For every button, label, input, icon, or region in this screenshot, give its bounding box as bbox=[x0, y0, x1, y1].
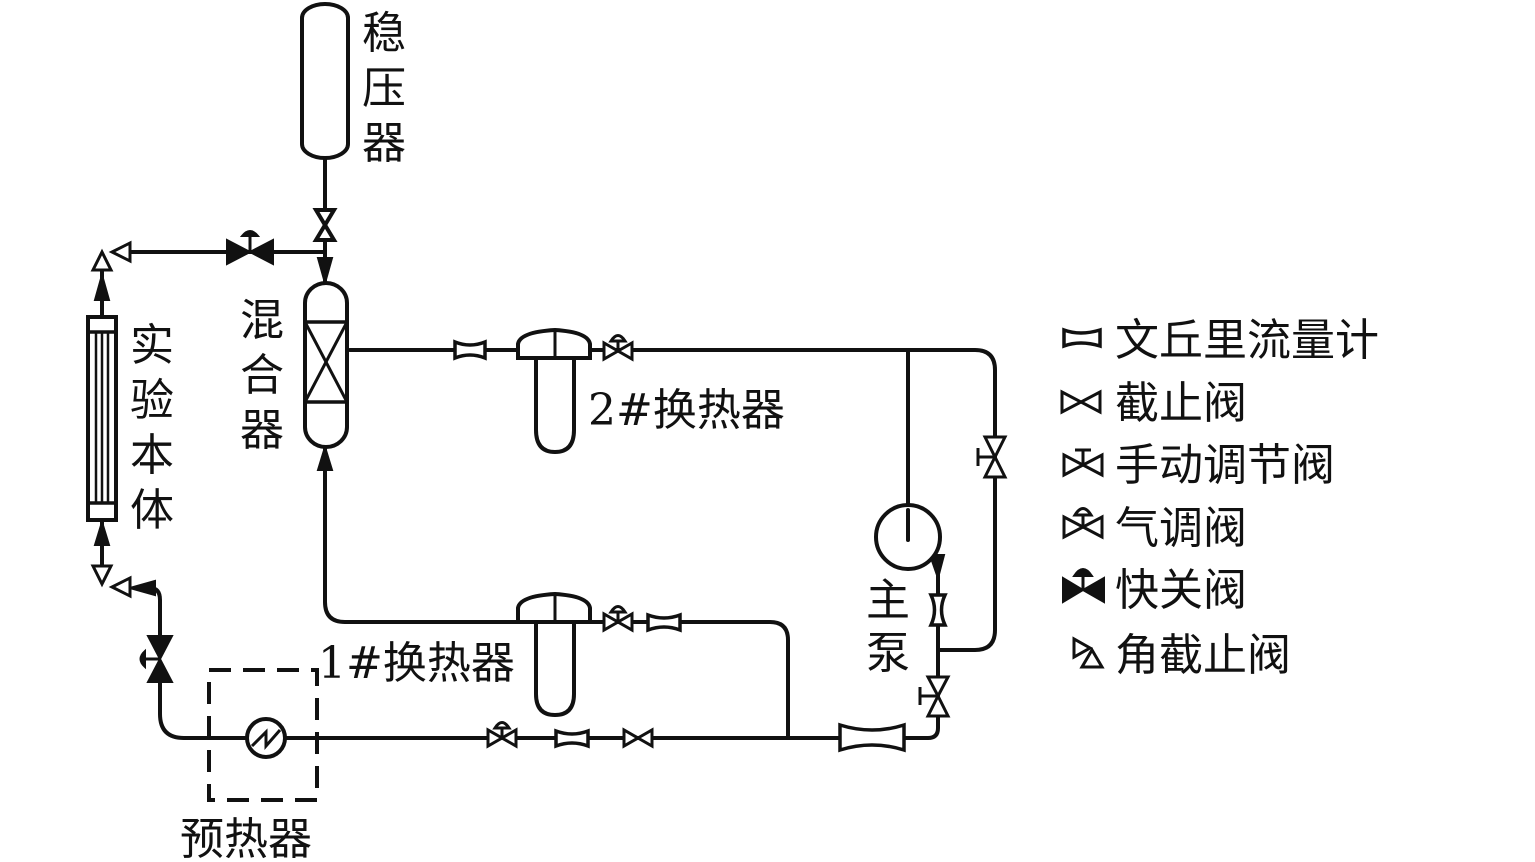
globe-valve-icon bbox=[1060, 389, 1102, 415]
mixer-vessel bbox=[303, 281, 349, 449]
label-main-pump-2: 泵 bbox=[866, 628, 910, 679]
pneumatic-control-valve-bottom bbox=[486, 721, 518, 749]
manual-control-valve-bypass bbox=[976, 435, 1008, 479]
venturi-flowmeter-hx2-inlet bbox=[453, 339, 487, 361]
arrow-into-mixer-bottom bbox=[316, 443, 334, 471]
label-test-section-1: 实 bbox=[130, 320, 174, 371]
label-pressurizer-2: 压 bbox=[362, 63, 406, 114]
labels: 稳 压 器 混 合 器 实 验 本 体 2#换热器 1#换热器 主 泵 预热器 bbox=[130, 8, 910, 862]
quick-shutoff-valve-left bbox=[139, 635, 174, 683]
label-mixer-1: 混 bbox=[240, 295, 284, 346]
heat-exchanger-2 bbox=[516, 327, 592, 455]
quick-shutoff-valve-top bbox=[226, 230, 274, 266]
pipe-to-test-inlet bbox=[133, 586, 162, 642]
pipe-hx2-bypass-loop bbox=[588, 348, 997, 652]
quick-shutoff-valve-icon bbox=[1062, 568, 1105, 604]
label-main-pump-1: 主 bbox=[866, 575, 910, 626]
venturi-flowmeter-icon bbox=[1062, 327, 1102, 349]
legend-label-angle-valve: 角截止阀 bbox=[1115, 630, 1291, 681]
arrow-into-mixer-top bbox=[316, 257, 334, 287]
venturi-flowmeter-main bbox=[838, 722, 906, 753]
legend-label-pneumatic-valve: 气调阀 bbox=[1115, 503, 1247, 554]
pneumatic-control-valve-icon bbox=[1062, 507, 1104, 540]
legend: 文丘里流量计 截止阀 手动调节阀 气调阀 快 bbox=[1060, 315, 1379, 681]
label-test-section-4: 体 bbox=[130, 485, 174, 536]
legend-label-venturi: 文丘里流量计 bbox=[1115, 315, 1379, 366]
globe-valve-pressurizer bbox=[312, 208, 338, 242]
label-heat-exchanger-1: 1#换热器 bbox=[318, 638, 515, 689]
legend-label-quick-valve: 快关阀 bbox=[1115, 565, 1247, 616]
flow-arrows bbox=[93, 257, 946, 597]
angle-globe-valve-icon bbox=[1072, 636, 1105, 669]
legend-label-globe-valve: 截止阀 bbox=[1115, 378, 1247, 429]
arrow-pump-outlet bbox=[928, 554, 946, 582]
venturi-flowmeter-bottom bbox=[554, 728, 590, 749]
heat-exchanger-1 bbox=[516, 591, 592, 718]
label-test-section-2: 验 bbox=[130, 375, 174, 426]
pneumatic-control-valve-hx1 bbox=[602, 605, 634, 633]
venturi-flowmeter-hx1 bbox=[646, 612, 682, 633]
arrow-test-feed bbox=[126, 579, 156, 597]
label-preheater: 预热器 bbox=[180, 814, 312, 862]
manual-control-valve-icon bbox=[1062, 448, 1104, 478]
label-pressurizer-1: 稳 bbox=[362, 8, 406, 59]
preheater bbox=[207, 668, 319, 802]
pressurizer-vessel bbox=[300, 2, 350, 160]
label-mixer-3: 器 bbox=[240, 405, 284, 456]
arrow-test-inlet bbox=[93, 518, 111, 546]
label-pressurizer-3: 器 bbox=[362, 118, 406, 169]
label-test-section-3: 本 bbox=[130, 430, 174, 481]
arrow-test-outlet bbox=[93, 271, 111, 301]
label-mixer-2: 合 bbox=[240, 350, 284, 401]
pipe-hx1-to-mixer bbox=[323, 446, 520, 624]
manual-control-valve-pump bbox=[918, 675, 951, 718]
globe-valve-bottom bbox=[622, 727, 654, 749]
legend-label-manual-valve: 手动调节阀 bbox=[1115, 440, 1335, 491]
label-heat-exchanger-2: 2#换热器 bbox=[588, 385, 785, 436]
pneumatic-control-valve-hx2 bbox=[602, 334, 634, 362]
venturi-flowmeter-pump-outlet bbox=[928, 593, 948, 627]
angle-globe-valve-top bbox=[90, 240, 132, 272]
pipe-riser-hx1 bbox=[588, 620, 790, 740]
test-section bbox=[86, 315, 118, 522]
angle-globe-valve-bottom bbox=[90, 564, 132, 599]
pipe-preheater-up bbox=[158, 678, 186, 740]
